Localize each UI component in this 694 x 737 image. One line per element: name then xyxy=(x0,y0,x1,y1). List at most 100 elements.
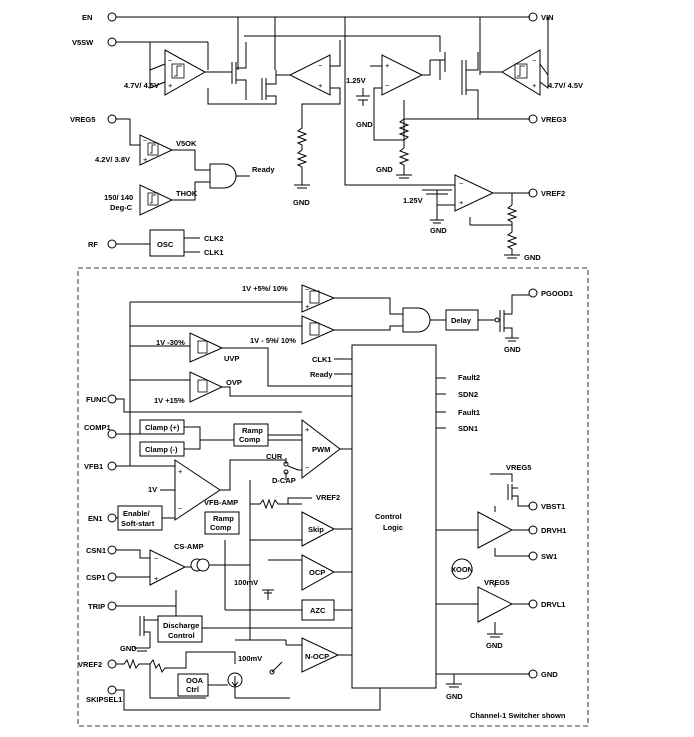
uvp-threshold: 1V -30% xyxy=(156,338,185,347)
clk1-label-bottom: CLK1 xyxy=(312,355,332,364)
pin-v5sw-label: V5SW xyxy=(72,38,94,47)
pin-drvl1: DRVL1 xyxy=(528,599,565,609)
pin-pgood1-label: PGOOD1 xyxy=(541,289,573,298)
svg-text:−: − xyxy=(143,136,148,145)
pin-drvh1: DRVH1 xyxy=(528,525,566,535)
svg-text:−: − xyxy=(168,56,173,65)
thok-threshold-label: 150/ 140 xyxy=(104,193,133,202)
clamp-minus-label: Clamp (-) xyxy=(145,445,178,454)
comparator-v5ok: − + xyxy=(139,134,174,166)
pin-v5sw: V5SW xyxy=(72,37,117,47)
ramp-comp-bottom-1: Ramp xyxy=(213,514,234,523)
softstart-label: Soft-start xyxy=(121,519,155,528)
osc-label: OSC xyxy=(157,240,174,249)
xoon-block: XOON xyxy=(451,558,473,580)
fault2-label: Fault2 xyxy=(458,373,480,382)
ctrl-label: Ctrl xyxy=(186,685,199,694)
and-gate-pgood xyxy=(402,307,431,333)
svg-text:+: + xyxy=(168,81,173,90)
clk1-label: CLK1 xyxy=(204,248,224,257)
svg-text:−: − xyxy=(459,179,464,188)
dcap-label: D-CAP xyxy=(272,476,296,485)
pin-vin-label: VIN xyxy=(541,13,554,22)
ready-label-bottom: Ready xyxy=(310,370,333,379)
pin-gnd-label: GND xyxy=(541,670,558,679)
v5sw-threshold-label: 4.7V/ 4.5V xyxy=(124,81,159,90)
enable-label: Enable/ xyxy=(123,509,151,518)
vfb-amp-label: VFB-AMP xyxy=(204,498,238,507)
pin-csn1-label: CSN1 xyxy=(86,546,106,555)
pin-vfb1-label: VFB1 xyxy=(84,462,103,471)
pin-en-label: EN xyxy=(82,13,92,22)
azc-block: AZC xyxy=(301,599,335,621)
gnd-a: GND xyxy=(356,120,373,129)
comparator-nocp: N-OCP xyxy=(301,637,340,673)
svg-text:−: − xyxy=(154,554,159,563)
comparator-vin: − + xyxy=(501,49,541,96)
ramp-comp-top-2: Comp xyxy=(239,435,261,444)
comparator-pwm: PWM + − xyxy=(301,418,341,480)
vreg5-label-b: VREG5 xyxy=(484,578,509,587)
vref2-label-mid: VREF2 xyxy=(316,493,340,502)
svg-text:+: + xyxy=(154,574,159,583)
skip-label: Skip xyxy=(308,525,324,534)
pin-en1-label: EN1 xyxy=(88,514,103,523)
pin-csp1-label: CSP1 xyxy=(86,573,106,582)
comparator-pgood-low xyxy=(301,315,336,345)
pin-skipsel1: SKIPSEL1 xyxy=(86,685,122,704)
driver-high xyxy=(477,511,514,549)
ramp-comp-bottom-2: Comp xyxy=(210,523,232,532)
pin-en: EN xyxy=(82,12,117,22)
pin-gnd: GND xyxy=(528,669,558,679)
pin-rf: RF xyxy=(88,239,117,249)
ref-1p25v-a: 1.25V xyxy=(346,76,366,85)
v5ok-threshold-label: 4.2V/ 3.8V xyxy=(95,155,130,164)
uvp-label: UVP xyxy=(224,354,239,363)
svg-text:+: + xyxy=(143,155,148,164)
pin-vbst1: VBST1 xyxy=(528,501,565,511)
driver-low xyxy=(477,586,514,623)
svg-text:+: + xyxy=(178,467,183,476)
pin-vref2-bottom-label: VREF2 xyxy=(78,660,102,669)
svg-text:+: + xyxy=(318,81,323,90)
svg-text:+: + xyxy=(532,81,537,90)
pin-vref2-bottom: VREF2 xyxy=(78,659,117,669)
pin-vreg5-label: VREG5 xyxy=(70,115,95,124)
svg-text:−: − xyxy=(178,504,183,513)
svg-text:−: − xyxy=(305,285,310,294)
pin-csn1: CSN1 xyxy=(86,545,117,555)
ovp-label: OVP xyxy=(226,378,242,387)
discharge-label: Discharge xyxy=(163,621,199,630)
pin-vref2-top: VREF2 xyxy=(528,188,565,198)
sdn1-label: SDN1 xyxy=(458,424,478,433)
pin-sw1: SW1 xyxy=(528,551,557,561)
v5ok-label: V5OK xyxy=(176,139,197,148)
pin-en1: EN1 xyxy=(88,513,117,523)
clamp-plus-label: Clamp (+) xyxy=(145,423,180,432)
pin-drvl1-label: DRVL1 xyxy=(541,600,565,609)
pin-comp1-label: COMP1 xyxy=(84,423,111,432)
ref-1p25v-b: 1.25V xyxy=(403,196,423,205)
svg-text:−: − xyxy=(318,61,323,70)
delay-block: Delay xyxy=(445,309,479,331)
clamp-minus-block: Clamp (-) xyxy=(139,441,185,457)
ramp-comp-bottom-block: Ramp Comp xyxy=(204,511,240,535)
osc-block: OSC xyxy=(149,229,185,257)
ref-1v-label: 1V xyxy=(148,485,157,494)
comparator-ovp xyxy=(189,371,224,403)
clk2-label: CLK2 xyxy=(204,234,224,243)
comparator-uvp xyxy=(189,332,224,363)
sdn2-label: SDN2 xyxy=(458,390,478,399)
vreg5-label-a: VREG5 xyxy=(506,463,531,472)
ramp-comp-top-1: Ramp xyxy=(242,426,263,435)
ldo-amp-vreg3: + − xyxy=(381,54,424,96)
pin-vref2-top-label: VREF2 xyxy=(541,189,565,198)
channel-boundary xyxy=(77,267,589,727)
fault1-label: Fault1 xyxy=(458,408,480,417)
pin-vreg5: VREG5 xyxy=(70,114,117,124)
control-logic-label-1: Control xyxy=(375,512,402,521)
azc-label: AZC xyxy=(310,606,326,615)
comparator-skip: Skip xyxy=(301,511,336,547)
cs-amp-label: CS-AMP xyxy=(174,542,204,551)
